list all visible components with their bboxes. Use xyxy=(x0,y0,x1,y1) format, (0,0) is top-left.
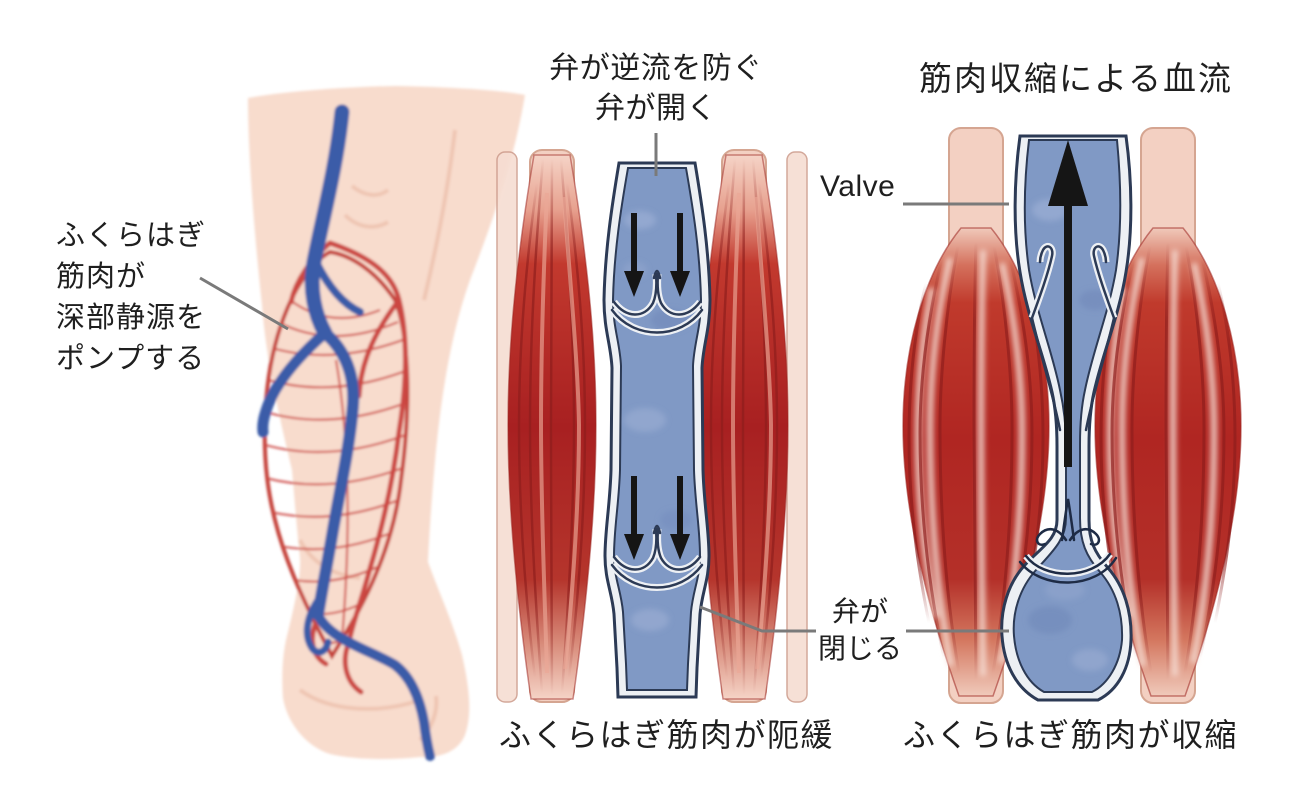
relaxed-figure xyxy=(496,149,808,703)
callout-line-valve-close-left xyxy=(699,605,816,633)
relaxed-outer-tendons xyxy=(496,151,808,703)
up-arrow-icon xyxy=(1048,140,1088,467)
vein-relaxed xyxy=(602,161,712,699)
valve-label: Valve xyxy=(820,170,896,203)
open-valve-leaflets xyxy=(1028,242,1118,432)
open-valve-upper xyxy=(609,269,705,336)
contracted-figure xyxy=(903,127,1241,704)
leg-illustration xyxy=(248,86,525,761)
vein-lumen-texture xyxy=(1028,199,1111,671)
vein-contracted xyxy=(1000,134,1133,702)
open-valve-lower xyxy=(609,524,705,591)
valve-close-label: 弁が 閉じる xyxy=(817,596,902,664)
contraction-flow-title: 筋肉収縮による血流 xyxy=(918,60,1233,97)
callout-line-calf-pump xyxy=(199,276,289,331)
calf-pump-caption: ふくらはぎ 筋肉が 深部静源を ポンプする xyxy=(56,220,207,375)
relaxed-muscle-right xyxy=(698,153,790,701)
valve-open-title: 弁が逆流を防ぐ 弁が開く xyxy=(549,52,763,125)
callout-lines xyxy=(199,133,1009,633)
leg-veins xyxy=(257,104,435,761)
contracted-caption: ふくらはぎ筋肉が収縮 xyxy=(903,717,1239,753)
relaxed-caption: ふくらはぎ筋肉が阨緩 xyxy=(499,717,835,753)
closed-valve xyxy=(1018,498,1118,584)
relaxed-muscle-left xyxy=(506,153,598,701)
